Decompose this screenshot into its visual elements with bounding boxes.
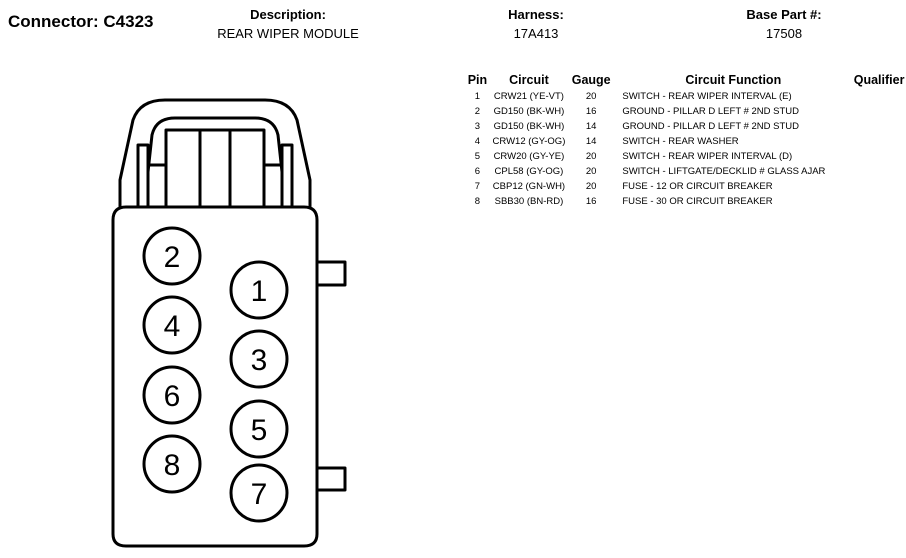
row-function: GROUND - PILLAR D LEFT # 2ND STUD	[622, 121, 800, 132]
row-qualifier	[852, 134, 906, 149]
description-label: Description:	[250, 7, 326, 22]
connector-latch-inner	[146, 116, 284, 174]
connector-key-bottom	[315, 466, 347, 492]
row-qualifier	[852, 179, 906, 194]
pin-label: 2	[164, 241, 181, 274]
row-gauge: 16	[585, 106, 597, 117]
pin-label: 3	[251, 344, 268, 377]
pin-cavity-4	[142, 295, 202, 355]
row-qualifier	[852, 89, 906, 104]
row-function: GROUND - PILLAR D LEFT # 2ND STUD	[622, 106, 800, 117]
pin-label: 4	[164, 310, 181, 343]
table-row: 1 CRW21 (YE-VT) 20 SWITCH - REAR WIPER I…	[465, 89, 906, 104]
harness-label: Harness:	[508, 7, 564, 22]
row-gauge: 20	[585, 181, 597, 192]
row-circuit: CRW20 (GY-YE)	[493, 151, 565, 162]
row-gauge: 20	[585, 91, 597, 102]
header-pin: Pin	[467, 73, 488, 87]
row-function: SWITCH - LIFTGATE/DECKLID # GLASS AJAR	[622, 166, 826, 177]
pin-label: 5	[251, 414, 268, 447]
row-gauge: 16	[585, 196, 597, 207]
table-row: 4 CRW12 (GY-OG) 14 SWITCH - REAR WASHER	[465, 134, 906, 149]
table-row: 3 GD150 (BK-WH) 14 GROUND - PILLAR D LEF…	[465, 119, 906, 134]
row-gauge: 14	[585, 121, 597, 132]
pin-cavity-1	[229, 260, 289, 320]
base-part-block: Base Part #: 17508	[724, 7, 844, 43]
row-function: FUSE - 30 OR CIRCUIT BREAKER	[622, 196, 773, 207]
pin-label: 7	[251, 478, 268, 511]
row-function: SWITCH - REAR WIPER INTERVAL (D)	[622, 151, 793, 162]
pin-cavity-5	[229, 399, 289, 459]
pin-cavity-6	[142, 365, 202, 425]
connector-lock-tab	[164, 128, 266, 209]
pin-label: 1	[251, 275, 268, 308]
base-part-label: Base Part #:	[746, 7, 822, 22]
description-value: REAR WIPER MODULE	[217, 26, 359, 41]
table-row: 8 SBB30 (BN-RD) 16 FUSE - 30 OR CIRCUIT …	[465, 194, 906, 209]
row-qualifier	[852, 119, 906, 134]
harness-value: 17A413	[513, 26, 559, 41]
row-pin: 4	[474, 136, 481, 147]
pin-table-header: Pin Circuit Gauge Circuit Function Quali…	[465, 72, 906, 89]
header-circuit: Circuit	[509, 73, 549, 87]
row-pin: 6	[474, 166, 481, 177]
row-pin: 5	[474, 151, 481, 162]
pin-label: 6	[164, 380, 181, 413]
row-pin: 3	[474, 121, 481, 132]
row-circuit: CRW12 (GY-OG)	[492, 136, 566, 147]
row-pin: 7	[474, 181, 481, 192]
row-qualifier	[852, 194, 906, 209]
row-qualifier	[852, 149, 906, 164]
pin-label: 8	[164, 449, 181, 482]
header-qualifier: Qualifier	[853, 73, 905, 87]
row-function: SWITCH - REAR WIPER INTERVAL (E)	[622, 91, 792, 102]
table-row: 5 CRW20 (GY-YE) 20 SWITCH - REAR WIPER I…	[465, 149, 906, 164]
pin-cavity-7	[229, 463, 289, 523]
base-part-value: 17508	[765, 26, 803, 41]
pin-cavity-2	[142, 226, 202, 286]
table-row: 7 CBP12 (GN-WH) 20 FUSE - 12 OR CIRCUIT …	[465, 179, 906, 194]
row-pin: 8	[474, 196, 481, 207]
header-function: Circuit Function	[685, 73, 782, 87]
header-gauge: Gauge	[571, 73, 611, 87]
pin-cavity-8	[142, 434, 202, 494]
connector-body	[111, 205, 319, 548]
connector-face-diagram: 2 1 4 3 6 5 8 7	[111, 98, 347, 548]
connector-title: Connector: C4323	[8, 12, 154, 31]
pin-table: Pin Circuit Gauge Circuit Function Quali…	[465, 72, 906, 209]
row-qualifier	[852, 164, 906, 179]
row-qualifier	[852, 104, 906, 119]
row-function: FUSE - 12 OR CIRCUIT BREAKER	[622, 181, 773, 192]
connector-latch	[118, 98, 312, 209]
row-pin: 2	[474, 106, 481, 117]
row-gauge: 14	[585, 136, 597, 147]
row-circuit: GD150 (BK-WH)	[493, 121, 565, 132]
table-row: 2 GD150 (BK-WH) 16 GROUND - PILLAR D LEF…	[465, 104, 906, 119]
connector-key-top	[315, 260, 347, 287]
row-function: SWITCH - REAR WASHER	[622, 136, 739, 147]
harness-block: Harness: 17A413	[476, 7, 596, 43]
description-block: Description: REAR WIPER MODULE	[188, 7, 388, 43]
row-gauge: 20	[585, 151, 597, 162]
row-circuit: CPL58 (GY-OG)	[494, 166, 564, 177]
row-circuit: GD150 (BK-WH)	[493, 106, 565, 117]
pin-cavity-3	[229, 329, 289, 389]
row-pin: 1	[474, 91, 481, 102]
row-gauge: 20	[585, 166, 597, 177]
row-circuit: CRW21 (YE-VT)	[493, 91, 564, 102]
row-circuit: SBB30 (BN-RD)	[494, 196, 564, 207]
row-circuit: CBP12 (GN-WH)	[492, 181, 566, 192]
table-row: 6 CPL58 (GY-OG) 20 SWITCH - LIFTGATE/DEC…	[465, 164, 906, 179]
